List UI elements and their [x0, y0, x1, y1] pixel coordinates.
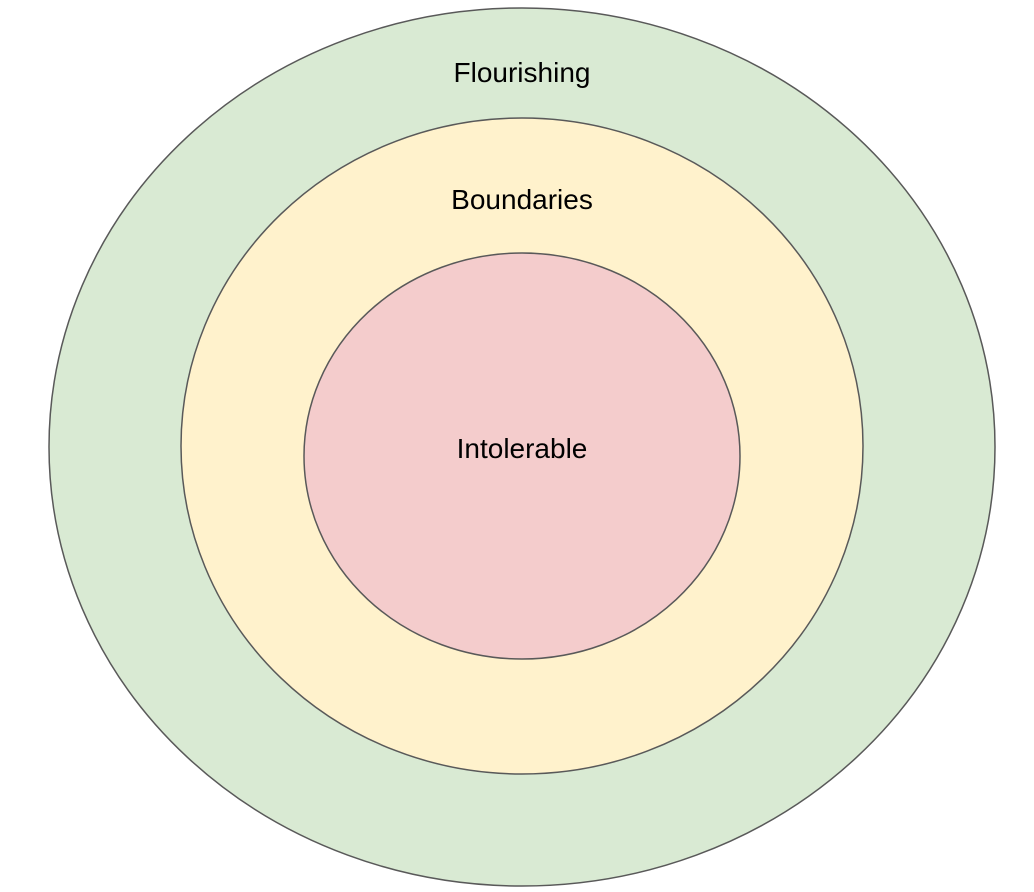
boundaries-label: Boundaries	[451, 184, 593, 215]
intolerable-label: Intolerable	[457, 433, 588, 464]
intolerable-ring	[303, 252, 741, 660]
flourishing-label: Flourishing	[454, 57, 591, 88]
